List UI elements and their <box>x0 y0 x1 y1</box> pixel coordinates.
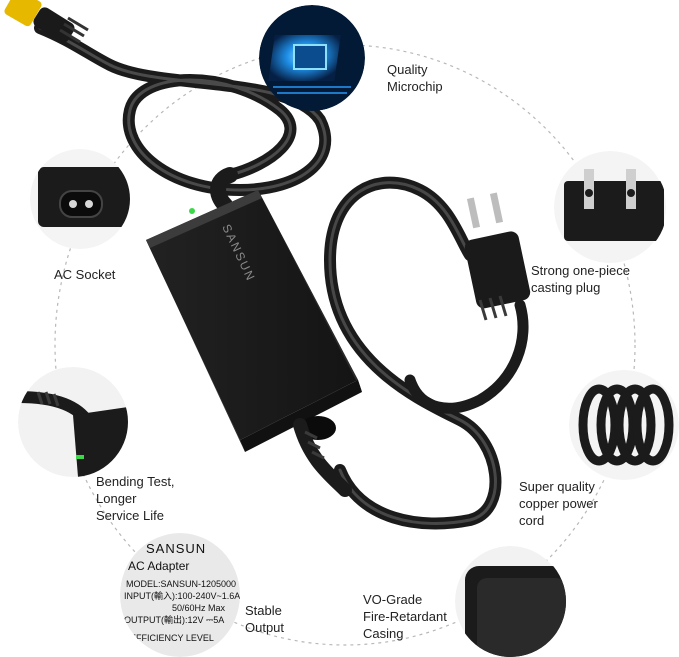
ac-plug <box>464 192 531 321</box>
sticker-model: MODEL:SANSUN-1205000 <box>126 579 237 589</box>
casing-image <box>455 546 566 657</box>
casting-plug-image <box>554 151 667 264</box>
ac-socket-icon <box>30 149 130 249</box>
label-stable-output: Stable Output <box>245 603 285 635</box>
label-vo-grade-casing: VO-Grade Fire-Retardant Casing <box>363 592 447 641</box>
ac-socket-image <box>30 149 130 249</box>
dc-barrel-connector <box>4 0 89 44</box>
sticker-output: OUTPUT(輸出):12V ⎓5A <box>124 615 225 625</box>
label-casting-plug: Strong one-piece casting plug <box>531 263 631 295</box>
sticker-efficiency: EFFICIENCY LEVEL <box>130 633 214 643</box>
sticker-freq: 50/60Hz Max <box>172 603 226 613</box>
label-ac-socket: AC Socket <box>54 267 116 282</box>
quality-microchip-icon <box>259 5 365 111</box>
casing-corner-icon <box>455 546 566 657</box>
rating-label-icon <box>120 533 240 657</box>
label-bending-test: Bending Test, Longer Service Life <box>96 474 175 523</box>
bending-cable-icon <box>18 367 128 477</box>
copper-cord-image <box>569 370 679 480</box>
coiled-cord-icon <box>569 370 679 480</box>
power-adapter-brick <box>146 190 362 497</box>
rating-label-image: SANSUN AC Adapter MODEL:SANSUN-1205000 I… <box>120 533 240 657</box>
dashed-ring <box>54 44 636 646</box>
label-copper-cord: Super quality copper power cord <box>519 479 598 528</box>
ac-cable <box>323 176 529 530</box>
microchip-image <box>259 5 365 111</box>
casting-plug-icon <box>554 151 666 263</box>
sticker-title: AC Adapter <box>128 559 190 573</box>
dc-cable <box>34 22 332 213</box>
label-quality-microchip: Quality Microchip <box>387 62 443 94</box>
sticker-brand: SANSUN <box>146 541 207 556</box>
sticker-input: INPUT(輸入):100-240V~1.6A <box>124 591 240 601</box>
bending-cable-image <box>18 367 128 477</box>
